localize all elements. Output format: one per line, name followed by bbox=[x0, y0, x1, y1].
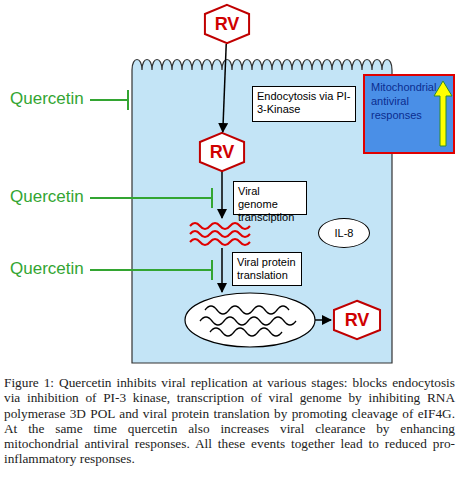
node-text: Mitochondrial antiviral responses bbox=[371, 80, 427, 122]
virus-hexagon: RV bbox=[204, 4, 250, 44]
flow-arrow bbox=[315, 319, 331, 321]
inhibitor-label: Quercetin bbox=[10, 259, 84, 279]
response-box: Mitochondrial antiviral responses bbox=[363, 74, 455, 154]
inhibitor-bar bbox=[211, 260, 213, 280]
hexagon-text-holder: RV bbox=[333, 300, 381, 340]
cell-body bbox=[132, 60, 392, 364]
inhibitor-line bbox=[90, 197, 212, 199]
process-box: Viral genome transciption bbox=[233, 181, 307, 215]
flow-arrow bbox=[223, 44, 226, 132]
hexagon-shape bbox=[205, 5, 249, 43]
inhibitor-line bbox=[90, 269, 212, 271]
flow-arrow bbox=[221, 172, 223, 218]
process-box: Endocytosis via PI-3-Kinase bbox=[252, 86, 356, 122]
inhibitor-line bbox=[90, 99, 128, 101]
rna-strand bbox=[190, 239, 250, 245]
inhibitor-label: Quercetin bbox=[10, 89, 84, 109]
node-text: Viral protein translation bbox=[237, 256, 297, 282]
rna-strand bbox=[190, 231, 250, 237]
hexagon-shape bbox=[334, 301, 380, 339]
node-text: RV bbox=[215, 14, 240, 35]
flow-arrows bbox=[222, 172, 331, 320]
hexagon-text-holder: RV bbox=[204, 4, 250, 44]
node-text: RV bbox=[345, 310, 370, 331]
inhibitor-bar bbox=[127, 90, 129, 110]
node-text: RV bbox=[210, 142, 235, 163]
protein-strand bbox=[200, 317, 296, 325]
inhibition-lines bbox=[90, 90, 212, 280]
flow-arrow bbox=[221, 248, 223, 292]
process-box: Viral protein translation bbox=[232, 252, 302, 286]
cytokine-ellipse: IL-8 bbox=[318, 218, 370, 248]
protein-strand bbox=[205, 306, 289, 314]
hexagon-shape bbox=[200, 133, 244, 171]
viral-rna bbox=[190, 223, 250, 245]
rna-strand bbox=[190, 223, 250, 229]
virus-hexagon: RV bbox=[333, 300, 381, 340]
protein-strands bbox=[200, 306, 296, 336]
inhibitor-label: Quercetin bbox=[10, 187, 84, 207]
inhibitor-bar bbox=[211, 188, 213, 208]
node-text: Endocytosis via PI-3-Kinase bbox=[257, 90, 351, 116]
node-text: IL-8 bbox=[335, 227, 354, 239]
protein-strand bbox=[210, 328, 282, 336]
node-text: Viral genome transciption bbox=[238, 185, 302, 224]
virus-hexagon: RV bbox=[199, 132, 245, 172]
figure-caption: Figure 1: Quercetin inhibits viral repli… bbox=[4, 375, 455, 467]
hexagon-text-holder: RV bbox=[199, 132, 245, 172]
ribosome-oval bbox=[185, 293, 315, 347]
